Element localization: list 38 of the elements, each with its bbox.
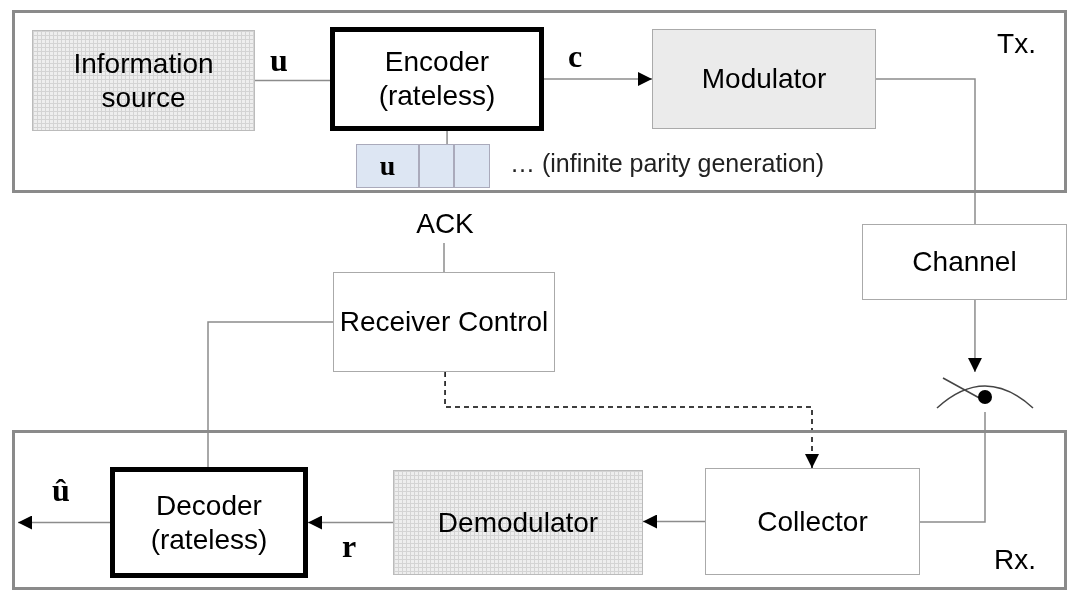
box-label: Collector bbox=[757, 504, 868, 539]
dashed-arrow bbox=[444, 371, 819, 469]
box-label: Encoder (rateless) bbox=[377, 45, 497, 113]
process-box bbox=[330, 27, 544, 131]
connector-line bbox=[443, 242, 445, 273]
box-label: Decoder (rateless) bbox=[149, 488, 269, 557]
note-text: … (infinite parity generation) bbox=[510, 148, 825, 179]
buffer-cell bbox=[356, 144, 419, 188]
box-label: Receiver Control bbox=[339, 305, 549, 339]
box-label: Modulator bbox=[701, 62, 827, 96]
arrow bbox=[967, 299, 982, 373]
process-box bbox=[32, 30, 255, 131]
connector-line bbox=[875, 78, 976, 225]
process-box bbox=[862, 224, 1067, 300]
connector-line bbox=[254, 79, 331, 82]
process-box bbox=[333, 272, 555, 372]
box-label: Demodulator bbox=[437, 505, 599, 540]
panel-label: Tx. bbox=[997, 27, 1036, 61]
process-box bbox=[652, 29, 876, 129]
buffer-cell bbox=[419, 144, 454, 188]
buffer-cell bbox=[454, 144, 490, 188]
arrow bbox=[642, 514, 706, 529]
connector-line bbox=[919, 411, 986, 523]
process-box bbox=[705, 468, 920, 575]
receiver-panel bbox=[12, 430, 1067, 590]
box-label: Information source bbox=[72, 46, 215, 115]
process-box bbox=[110, 467, 308, 578]
transmitter-panel bbox=[12, 10, 1067, 193]
connector-line bbox=[446, 130, 448, 145]
panel-label: Rx. bbox=[994, 543, 1036, 577]
arrow bbox=[307, 515, 394, 530]
box-label: u bbox=[379, 149, 396, 183]
arrow bbox=[17, 515, 111, 530]
arrow bbox=[543, 72, 653, 86]
process-box bbox=[393, 470, 643, 575]
box-label: ACK bbox=[416, 207, 474, 241]
connector-line bbox=[207, 321, 334, 468]
box-label: Channel bbox=[912, 245, 1017, 279]
